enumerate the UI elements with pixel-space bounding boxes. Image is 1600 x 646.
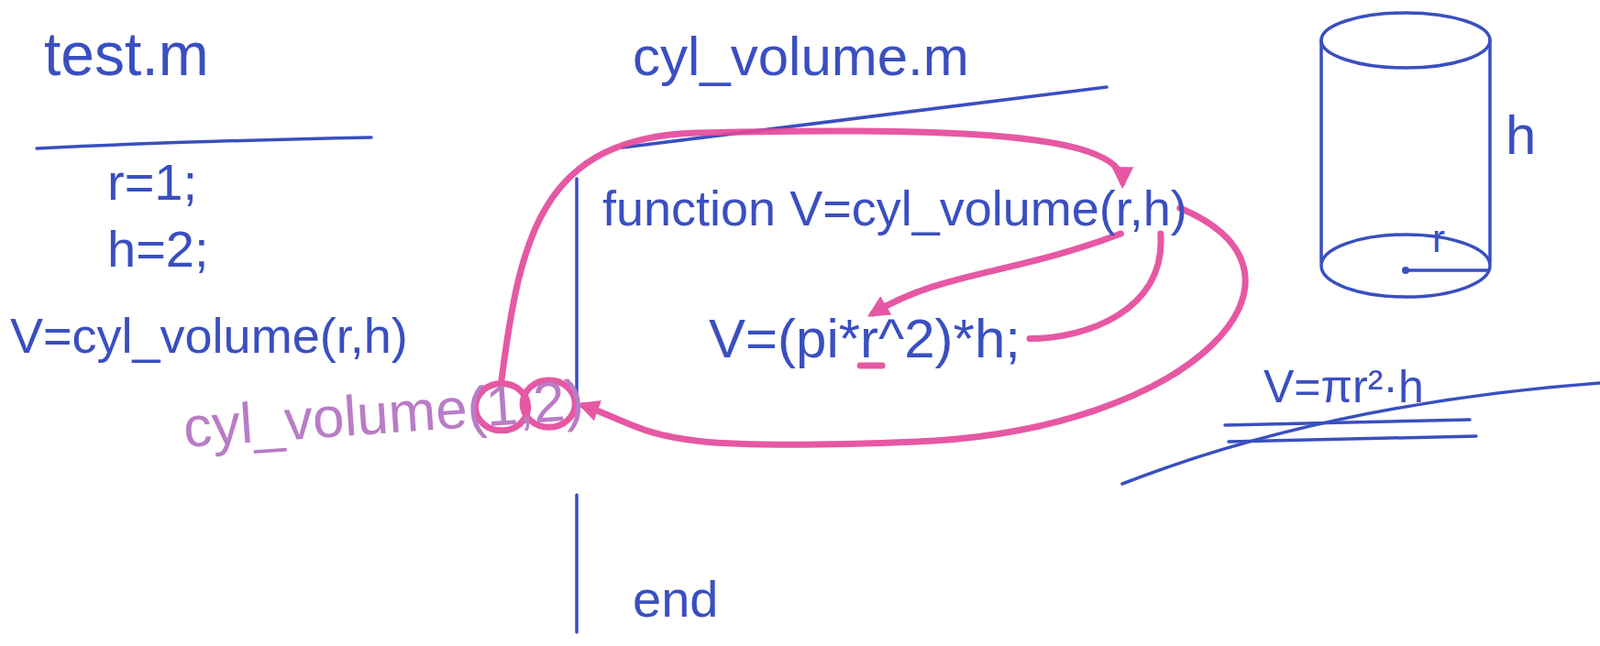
dimension-label: r	[1432, 216, 1446, 263]
substitution-arrow	[1029, 233, 1161, 340]
substitution-arrow	[872, 233, 1121, 314]
cylinder-side	[1321, 40, 1490, 263]
code-line: end	[632, 568, 718, 630]
function-bracket	[574, 495, 579, 633]
heading-underline	[36, 137, 372, 149]
cylinder-base	[1321, 234, 1490, 298]
code-line: V=cyl_volume(r,h)	[10, 306, 409, 366]
code-line: V=(pi*r^2)*h;	[708, 306, 1021, 373]
radius-line	[1405, 268, 1488, 273]
formula-note: V=πr²·h	[1263, 359, 1424, 415]
formula-underline	[1224, 419, 1470, 426]
call-example: cyl_volume(1,2)	[180, 366, 586, 464]
cylinder-top	[1321, 12, 1490, 68]
file-heading: cyl_volume.m	[632, 23, 970, 90]
code-line: h=2;	[107, 218, 210, 280]
code-line: function V=cyl_volume(r,h)	[602, 178, 1188, 239]
parameter-arrow	[583, 208, 1246, 445]
center-dot	[1401, 266, 1410, 275]
code-line: r=1;	[107, 151, 198, 213]
dimension-label: h	[1505, 102, 1536, 169]
file-heading: test.m	[44, 18, 210, 91]
parameter-arrow	[501, 131, 1123, 380]
function-bracket	[574, 178, 579, 395]
